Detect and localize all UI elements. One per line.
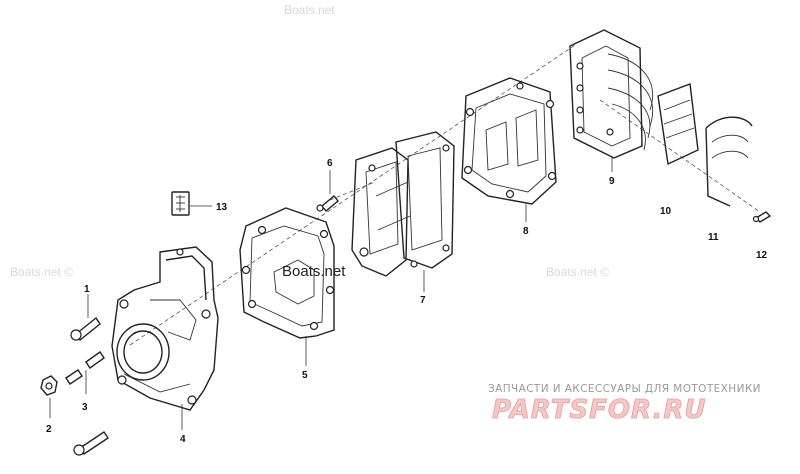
callout-8: 8 [523,226,529,237]
watermark-right: Boats.net © [546,265,609,279]
assembly-axis-lines [129,44,761,346]
callout-12: 12 [756,250,768,261]
watermark-center: Boats.net [282,263,346,280]
part-1-bolt-lower [73,431,109,456]
part-8-gasket [461,77,557,205]
part-10-reed-petals [657,83,699,166]
callout-3: 3 [82,402,88,413]
part-2-nut [40,375,58,396]
callout-5: 5 [302,370,308,381]
part-3-stud-lower [65,369,83,385]
part-12-screw [752,211,772,223]
callout-13: 13 [216,202,228,213]
callout-11: 11 [708,232,719,243]
callout-1: 1 [84,284,90,295]
part-3-stud-upper [85,351,105,369]
part-13-reed-stop [171,191,190,216]
callout-labels: 1 2 3 4 5 6 7 8 9 10 11 12 13 [46,158,768,445]
callout-7: 7 [420,295,426,306]
callout-6: 6 [327,158,333,169]
leader-lines [49,156,613,430]
brand-tagline: ЗАПЧАСТИ И АКСЕССУАРЫ ДЛЯ МОТОТЕХНИКИ [488,383,761,395]
part-5-gasket [239,207,335,339]
callout-2: 2 [46,424,52,435]
part-4-intake-adaptor [111,246,219,411]
part-6-screw [316,195,339,212]
part-11-reed-stop [705,116,753,207]
brand-logo: PARTSFOR.RU [492,395,706,425]
callout-9: 9 [609,176,615,187]
part-9-reed-cage [569,29,653,159]
watermark-top: Boats.net [284,3,335,17]
part-1-bolt [70,316,101,342]
partsfor-branding: ЗАПЧАСТИ И АКСЕССУАРЫ ДЛЯ МОТОТЕХНИКИ PA… [488,383,761,425]
part-7-reed-block [351,131,455,277]
watermark-left: Boats.net © [10,265,73,279]
callout-4: 4 [180,434,186,445]
callout-10: 10 [660,206,672,217]
